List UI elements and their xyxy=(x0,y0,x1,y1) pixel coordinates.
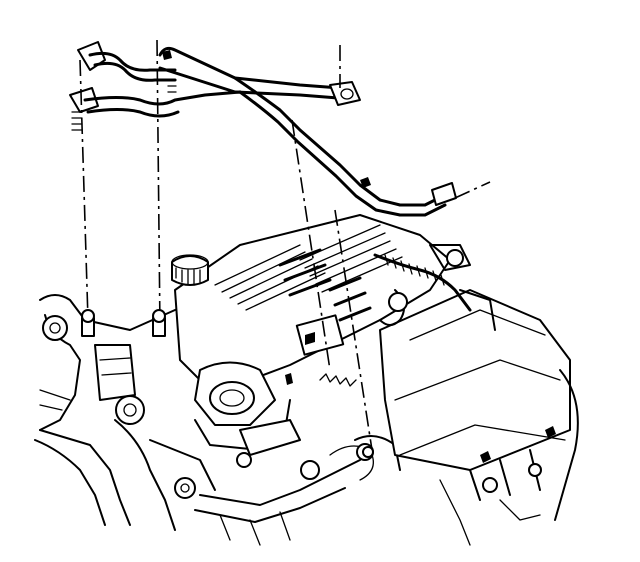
valve-cover xyxy=(379,289,579,546)
engine-block xyxy=(34,284,401,546)
wiring-harness xyxy=(373,244,496,331)
locator-lines xyxy=(79,39,491,451)
hose-assembly xyxy=(69,41,457,217)
fasteners xyxy=(81,309,374,458)
